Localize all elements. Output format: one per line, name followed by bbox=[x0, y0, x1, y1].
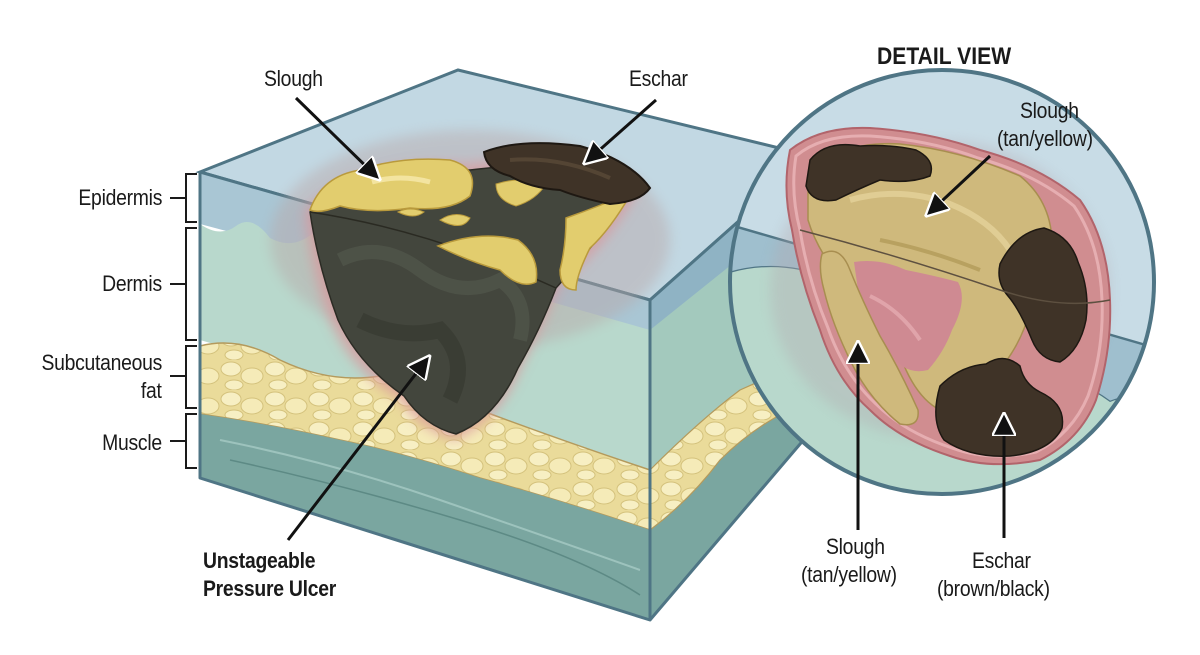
label-dermis: Dermis bbox=[102, 271, 162, 296]
label-main-line1: Unstageable bbox=[203, 548, 316, 573]
label-detail-slough-bottom-line2: (tan/yellow) bbox=[801, 562, 897, 587]
label-main-line2: Pressure Ulcer bbox=[203, 576, 336, 601]
wound bbox=[270, 130, 670, 440]
detail-slough-left bbox=[819, 250, 919, 426]
detail-view-circle bbox=[728, 68, 1156, 538]
label-detail-slough-bottom-line1: Slough bbox=[826, 534, 885, 559]
detail-eschar-right bbox=[998, 227, 1088, 363]
label-detail-slough-top-line2: (tan/yellow) bbox=[997, 126, 1093, 151]
label-epidermis: Epidermis bbox=[78, 185, 162, 210]
label-eschar-top: Eschar bbox=[629, 66, 688, 91]
layer-brackets bbox=[170, 173, 197, 469]
label-muscle: Muscle bbox=[102, 430, 162, 455]
detail-eschar-bottom bbox=[935, 357, 1064, 457]
wound-base bbox=[309, 166, 634, 435]
detail-arrows bbox=[858, 154, 1004, 538]
detail-granulation bbox=[854, 261, 962, 372]
label-subcutaneous-line2: fat bbox=[141, 378, 162, 403]
detail-eschar-top bbox=[805, 143, 933, 202]
muscle-front bbox=[200, 414, 650, 620]
label-subcutaneous-line1: Subcutaneous bbox=[41, 350, 162, 375]
label-detail-slough-top-line1: Slough bbox=[1020, 98, 1079, 123]
label-detail-eschar-bottom-line2: (brown/black) bbox=[937, 576, 1050, 601]
main-arrows bbox=[286, 96, 657, 541]
detail-view-title: DETAIL VIEW bbox=[877, 43, 1012, 70]
label-slough-top: Slough bbox=[264, 66, 323, 91]
label-detail-eschar-bottom-line1: Eschar bbox=[972, 548, 1031, 573]
